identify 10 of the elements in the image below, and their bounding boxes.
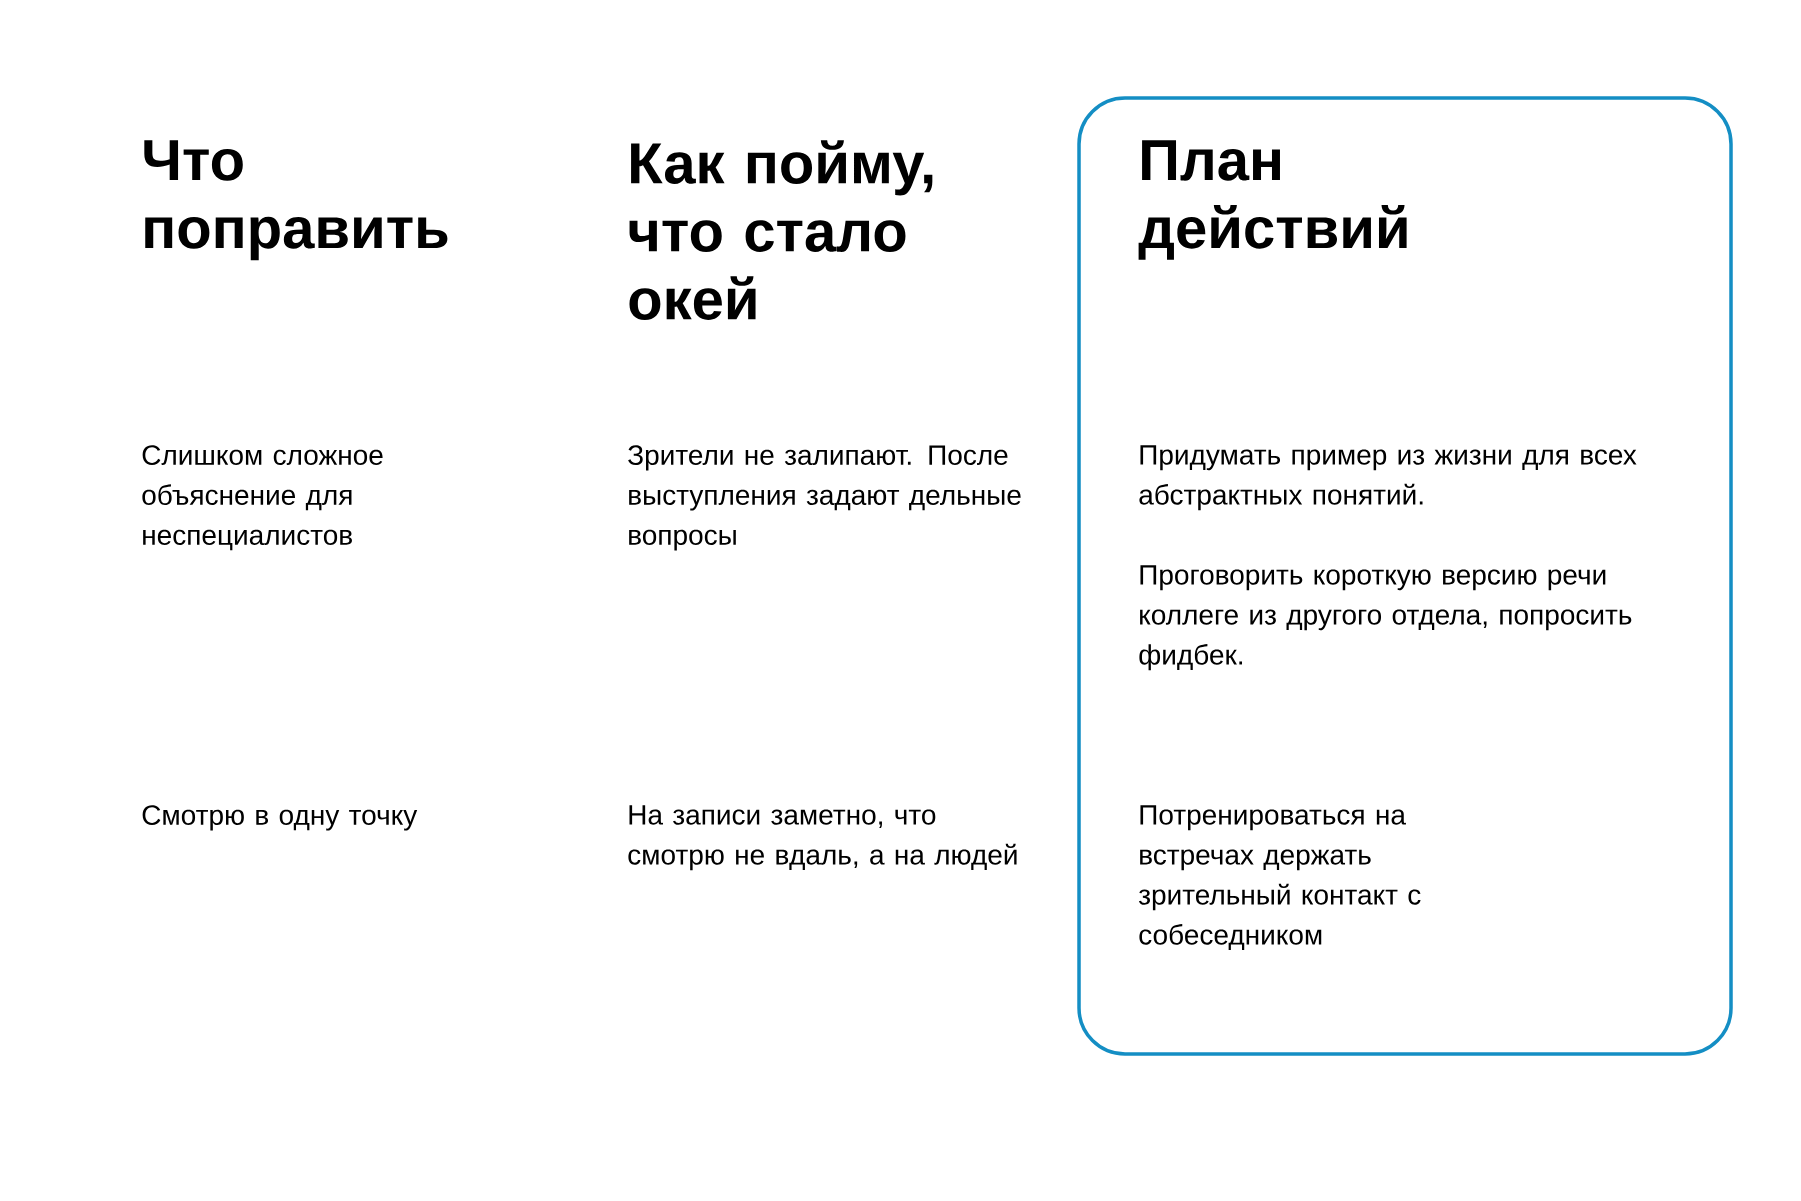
cell-text: Проговорить короткую версию речи коллеге из другого отдела, попросить фидбек. [1139,565,1632,671]
cell-text: Потренироваться на встречах держать зрительный контакт с собеседником [1138,805,1421,951]
cell-text: Слишком сложное объяснение для неспециалистов [142,445,383,551]
column-heading: План действий [1138,140,1407,260]
column-heading: Как пойму, что стало окей [629,140,933,320]
cell-text: На записи заметно, что смотрю не вдаль, а на людей [628,805,1017,871]
cell-text: Смотрю в одну точку [142,805,418,831]
column-heading: Что поправить [144,140,448,261]
cell-text: Придумать пример из жизни для всех абстрактных понятий. [1139,445,1637,511]
cell-text: Зрители не залипают. После выступления задают дельные вопросы [628,445,1021,551]
